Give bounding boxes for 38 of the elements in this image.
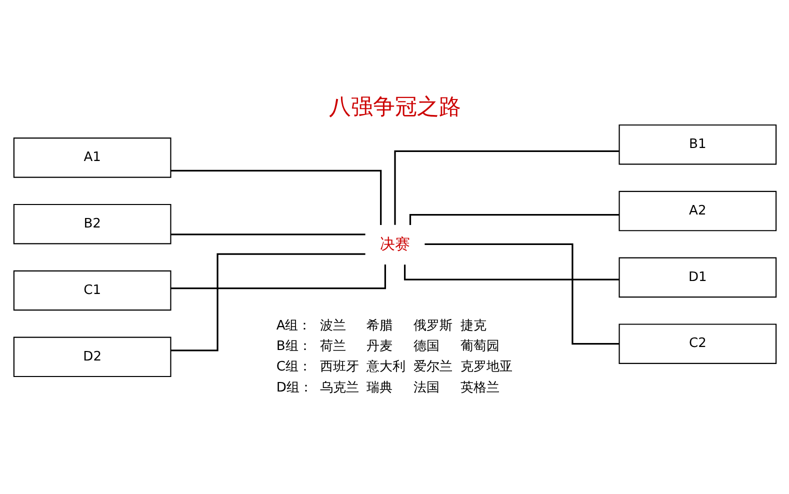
label: A组：	[276, 318, 311, 333]
diagram-title: 八强争冠之路	[328, 94, 460, 120]
label: 德国	[413, 338, 440, 354]
connector	[170, 252, 365, 351]
label: 希腊	[366, 318, 392, 333]
label: 葡萄园	[460, 338, 499, 354]
node-box: A1	[12, 137, 171, 178]
connector	[170, 233, 365, 235]
label: D组：	[276, 380, 312, 395]
label: 波兰	[319, 318, 346, 333]
connector	[170, 264, 386, 289]
label: 瑞典	[366, 380, 392, 395]
label: C组：	[276, 359, 311, 374]
node-box: C1	[12, 270, 171, 310]
node-box: B2	[12, 203, 171, 244]
label: 爱尔兰	[413, 359, 452, 374]
label: 俄罗斯	[413, 318, 452, 333]
connector	[424, 242, 619, 344]
connector	[170, 169, 382, 224]
label: 英格兰	[460, 380, 499, 395]
node-box: B1	[618, 124, 776, 164]
label: 荷兰	[319, 338, 346, 354]
label: 捷克	[460, 318, 486, 333]
node-box: A2	[618, 190, 776, 231]
label: B组：	[276, 338, 311, 354]
node-box: C2	[618, 323, 776, 364]
label: 克罗地亚	[460, 359, 512, 374]
label: 丹麦	[366, 338, 392, 354]
connector	[408, 214, 619, 224]
connector	[403, 264, 619, 280]
label: 法国	[413, 380, 440, 395]
label: 乌克兰	[319, 380, 358, 395]
node-box: D2	[12, 336, 171, 377]
node-box: D1	[618, 256, 776, 298]
label: 西班牙	[319, 359, 358, 374]
label: 意大利	[366, 359, 406, 374]
connector	[394, 150, 618, 224]
node-text: 决赛	[380, 234, 410, 252]
